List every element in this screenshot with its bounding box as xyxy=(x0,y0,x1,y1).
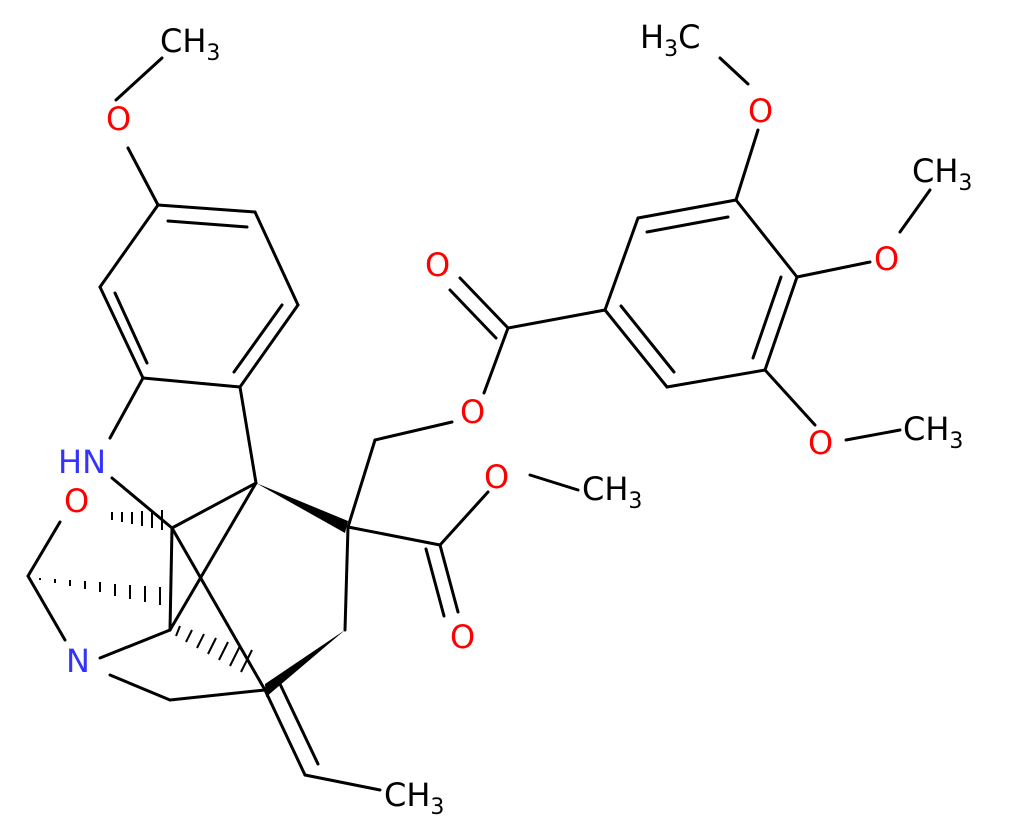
aromatic-ring-trimethoxy xyxy=(603,198,799,389)
bond-carbonyl-aryl xyxy=(506,308,607,330)
bond-ethylidene-double-b xyxy=(278,682,320,766)
bond-c-carbonyl xyxy=(346,525,442,547)
bond-aryl-o xyxy=(126,146,160,207)
bond-ethylidene-ch3 xyxy=(303,773,382,792)
aromatic-ring-indole xyxy=(98,203,300,389)
label-o-lower-right: O xyxy=(808,424,833,462)
hash-bond-lower xyxy=(39,578,161,605)
label-o-ring-ether: O xyxy=(64,482,89,520)
label-o-methyl-ester: O xyxy=(484,458,509,496)
label-ch3-mid-right: CH3 xyxy=(912,152,972,196)
bond-aryl-o-low xyxy=(763,368,817,427)
bond-o-ch3 xyxy=(114,56,164,102)
bond-c-ch2 xyxy=(346,438,377,529)
label-o-mid-right: O xyxy=(874,240,899,278)
bond-o-carbonyl xyxy=(482,326,510,395)
label-ch3-lower-right: CH3 xyxy=(903,410,963,454)
bond-carbonyl-double-a xyxy=(438,543,460,614)
bond-aryl-o-mid xyxy=(795,260,872,279)
bond-o-ch3-top xyxy=(718,56,750,86)
bond-ester-double-a xyxy=(458,276,510,330)
label-o-carbonyl-top: O xyxy=(425,246,450,284)
bond-o-ch3-mid xyxy=(898,188,932,234)
label-o-ketone-lower: O xyxy=(450,618,475,656)
label-hn: HN xyxy=(58,443,106,481)
bond-ch2-o xyxy=(373,420,454,442)
label-ch3-top: CH3 xyxy=(160,22,220,66)
label-o-methoxy-top: O xyxy=(748,92,773,130)
bond-o-methyl xyxy=(528,473,580,492)
hash-bond-bridge xyxy=(175,625,253,673)
label-ch3-ethylidene: CH3 xyxy=(384,776,444,820)
bond-carbonyl-double-b xyxy=(424,547,446,618)
bond-ester-double-b xyxy=(448,288,498,340)
wedge-bond-quaternary xyxy=(256,483,348,533)
cage-bonds xyxy=(26,481,350,702)
wedge-bond-bridge xyxy=(265,630,345,697)
label-o-ester-single: O xyxy=(460,393,485,431)
bond-o-ch3-low xyxy=(844,428,902,442)
bond-ethylidene-double-a xyxy=(263,688,307,777)
bond-carbonyl-o xyxy=(438,490,490,547)
hash-bond-upper xyxy=(111,510,163,530)
label-n-amine: N xyxy=(66,642,90,680)
bond-ring-nh xyxy=(108,376,145,440)
bond-aryl-o-top xyxy=(734,128,760,202)
label-ch3-methyl-ester: CH3 xyxy=(582,470,642,514)
bond-aryl-quaternary xyxy=(238,385,258,485)
label-h3c-top-right: H3C xyxy=(640,18,700,62)
label-o-aryl-methoxy: O xyxy=(106,100,131,138)
